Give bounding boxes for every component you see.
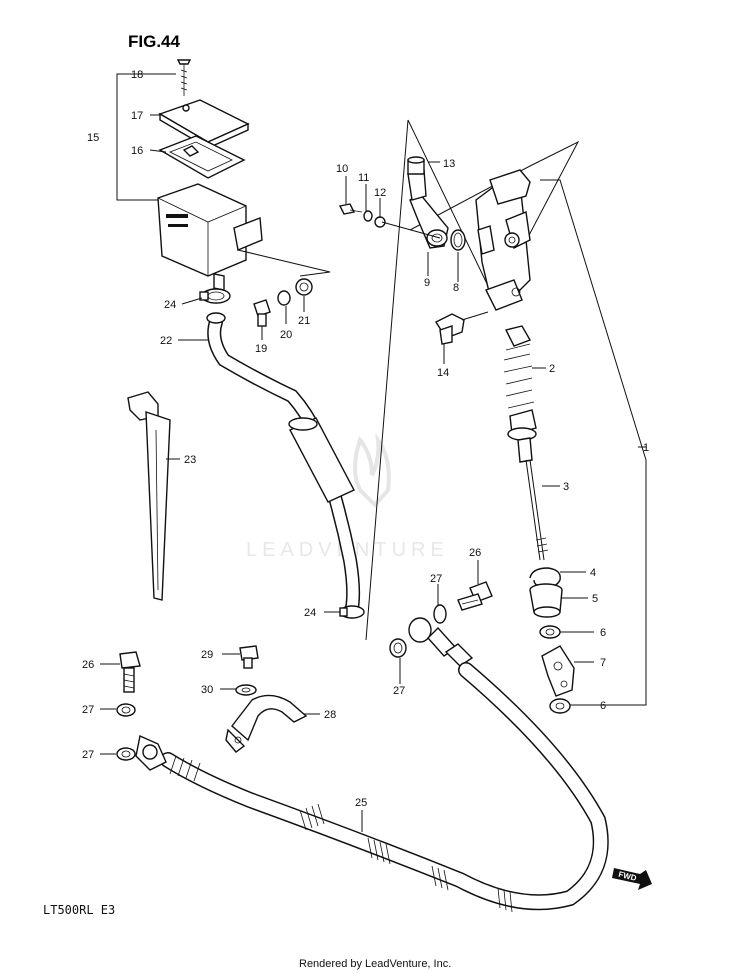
brake-hose-25 (135, 617, 609, 913)
banjo-bolt-26-upper (457, 581, 493, 611)
callout-18: 18 (131, 69, 143, 81)
callout-26-upper: 26 (469, 547, 481, 559)
banjo-bolt-26-lower (119, 651, 141, 693)
bolt-14 (434, 311, 489, 345)
callout-25: 25 (355, 797, 367, 809)
washer-27-upper-b (389, 638, 407, 658)
callout-21: 21 (298, 315, 310, 327)
washer-27-lower-b (116, 747, 136, 761)
forward-arrow-label: FWD (618, 870, 638, 883)
callout-14: 14 (437, 367, 449, 379)
hose-clamp-24-upper (199, 288, 231, 304)
boot-5 (529, 583, 563, 618)
push-rod-3 (517, 437, 549, 561)
callout-20: 20 (280, 329, 292, 341)
callout-labels: 18 17 15 16 10 11 12 13 9 8 24 19 20 21 … (82, 69, 649, 809)
callout-6-lower: 6 (600, 700, 606, 712)
callout-22: 22 (160, 335, 172, 347)
inlet-elbow-9 (407, 169, 449, 249)
washer-30 (235, 684, 257, 696)
reservoir-body (157, 183, 247, 277)
master-cylinder-body (475, 169, 531, 311)
callout-7: 7 (600, 657, 606, 669)
leader-triangle-left (365, 119, 491, 641)
callout-16: 16 (131, 145, 143, 157)
washer-21 (295, 278, 313, 296)
bracket-1 (540, 179, 647, 706)
callout-1: 1 (643, 442, 649, 454)
callout-19: 19 (255, 343, 267, 355)
callout-4: 4 (590, 567, 596, 579)
reservoir-hose-22 (206, 312, 361, 615)
callout-17: 17 (131, 110, 143, 122)
washer-27-upper-a (433, 604, 447, 624)
callout-11: 11 (358, 172, 369, 184)
callout-10: 10 (336, 163, 348, 175)
banjo-bolt-19 (253, 299, 271, 327)
callout-23: 23 (184, 454, 196, 466)
callout-5: 5 (592, 593, 598, 605)
reservoir-assembly (116, 59, 263, 291)
callout-27-upper-b: 27 (393, 685, 405, 697)
bolt-29 (239, 645, 259, 669)
callout-8: 8 (453, 282, 459, 294)
tie-strap-23 (127, 391, 171, 601)
callout-26-lower: 26 (82, 659, 94, 671)
cap-13 (407, 156, 425, 175)
washer-27-lower-a (116, 703, 136, 717)
callout-24-lower: 24 (304, 607, 316, 619)
washer-11 (363, 210, 373, 222)
callout-28: 28 (324, 709, 336, 721)
callout-6-upper: 6 (600, 627, 606, 639)
leader-reservoir (237, 249, 331, 277)
hose-clamp-24-lower (339, 605, 365, 619)
nut-6-lower (549, 698, 571, 714)
clevis-7 (541, 645, 575, 697)
model-code: LT500RL E3 (43, 903, 115, 917)
callout-9: 9 (424, 277, 430, 289)
callout-29: 29 (201, 649, 213, 661)
footer-credit: Rendered by LeadVenture, Inc. (299, 958, 451, 970)
callout-12: 12 (374, 187, 386, 199)
diaphragm-16 (158, 135, 246, 179)
hose-clamp-28 (225, 694, 308, 753)
callout-27-lower-b: 27 (82, 749, 94, 761)
callout-27-lower-a: 27 (82, 704, 94, 716)
callout-2: 2 (549, 363, 555, 375)
washer-20 (277, 290, 291, 306)
figure-title: FIG.44 (128, 32, 181, 51)
nut-6-upper (539, 625, 561, 639)
leader-triangle-right (409, 140, 580, 261)
callout-15: 15 (87, 132, 99, 144)
callout-30: 30 (201, 684, 213, 696)
callout-24-upper: 24 (164, 299, 176, 311)
forward-arrow-icon: FWD (612, 868, 652, 890)
screw-18 (176, 59, 192, 96)
callout-3: 3 (563, 481, 569, 493)
callout-27-upper-a: 27 (430, 573, 442, 585)
callout-13: 13 (443, 158, 455, 170)
watermark-flame-icon (353, 432, 391, 508)
bracket-15 (116, 73, 160, 201)
piston-spring-2 (503, 325, 537, 441)
o-ring-8 (450, 229, 466, 251)
screw-10 (338, 203, 363, 215)
leader-lines (100, 73, 646, 832)
